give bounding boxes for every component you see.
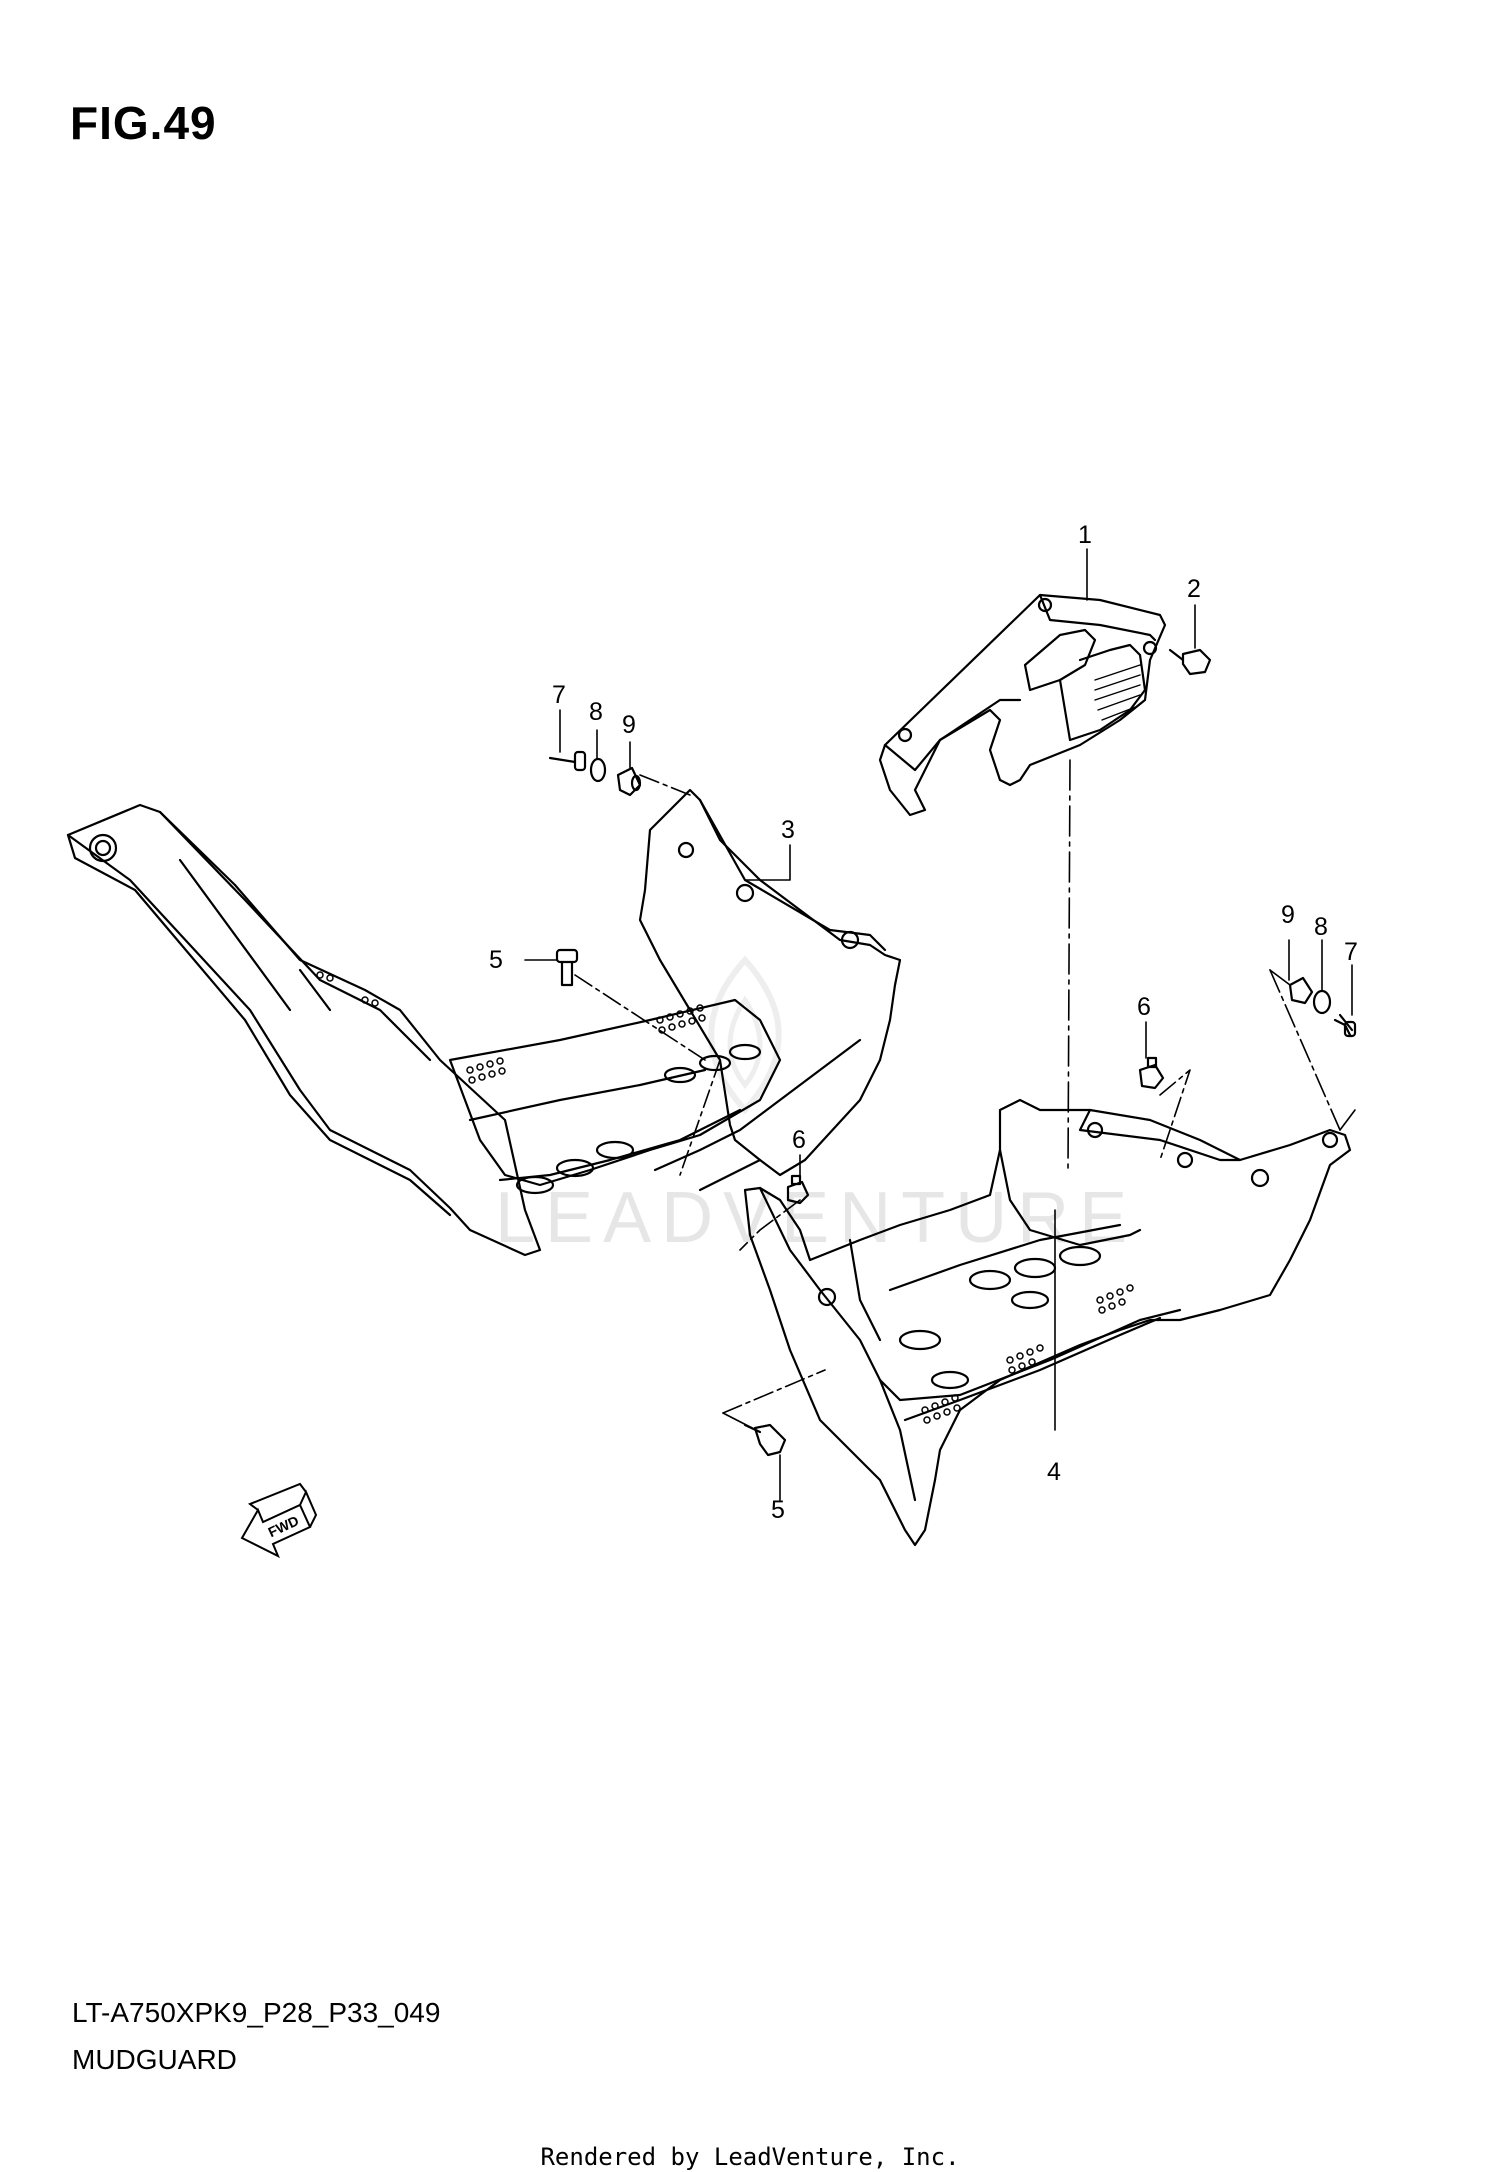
screw-part-7-left bbox=[548, 750, 587, 772]
callout-7-left: 7 bbox=[552, 681, 566, 709]
callout-1: 1 bbox=[1078, 521, 1092, 549]
bolt-part-6-upper bbox=[1138, 1056, 1165, 1090]
callout-6-lower: 6 bbox=[792, 1126, 806, 1154]
left-mudguard-part-3 bbox=[66, 788, 902, 1257]
callout-8-left: 8 bbox=[589, 698, 603, 726]
bolt-part-5-left bbox=[555, 948, 579, 987]
callout-9-right: 9 bbox=[1281, 901, 1295, 929]
nut-part-9-left bbox=[616, 766, 642, 797]
nut-part-2 bbox=[1168, 648, 1212, 676]
callout-5-left: 5 bbox=[489, 946, 503, 974]
watermark-text: LEADVENTURE bbox=[495, 1178, 1137, 1258]
callout-3: 3 bbox=[781, 816, 795, 844]
model-code: LT-A750XPK9_P28_P33_049 bbox=[72, 1997, 441, 2028]
callout-4: 4 bbox=[1047, 1458, 1061, 1486]
callout-2: 2 bbox=[1187, 575, 1201, 603]
callout-7-right: 7 bbox=[1344, 938, 1358, 966]
bolt-part-5-right bbox=[743, 1423, 787, 1457]
washer-part-8-right bbox=[1312, 989, 1332, 1015]
leader-lines bbox=[524, 548, 1356, 1501]
callout-5-right: 5 bbox=[771, 1496, 785, 1524]
figure-title: FIG.49 bbox=[70, 97, 217, 149]
bolt-part-6-lower bbox=[786, 1174, 810, 1205]
screw-part-7-right bbox=[1333, 1013, 1357, 1038]
cover-part-1 bbox=[878, 593, 1167, 817]
section-name: MUDGUARD bbox=[72, 2044, 237, 2075]
washer-part-8-left bbox=[589, 757, 607, 783]
callout-9-left: 9 bbox=[622, 711, 636, 739]
nut-part-9-right bbox=[1288, 976, 1314, 1005]
render-credit: Rendered by LeadVenture, Inc. bbox=[540, 2143, 960, 2171]
callout-8-right: 8 bbox=[1314, 913, 1328, 941]
forward-direction-arrow: FWD bbox=[240, 1482, 318, 1559]
callout-6-upper: 6 bbox=[1137, 993, 1151, 1021]
